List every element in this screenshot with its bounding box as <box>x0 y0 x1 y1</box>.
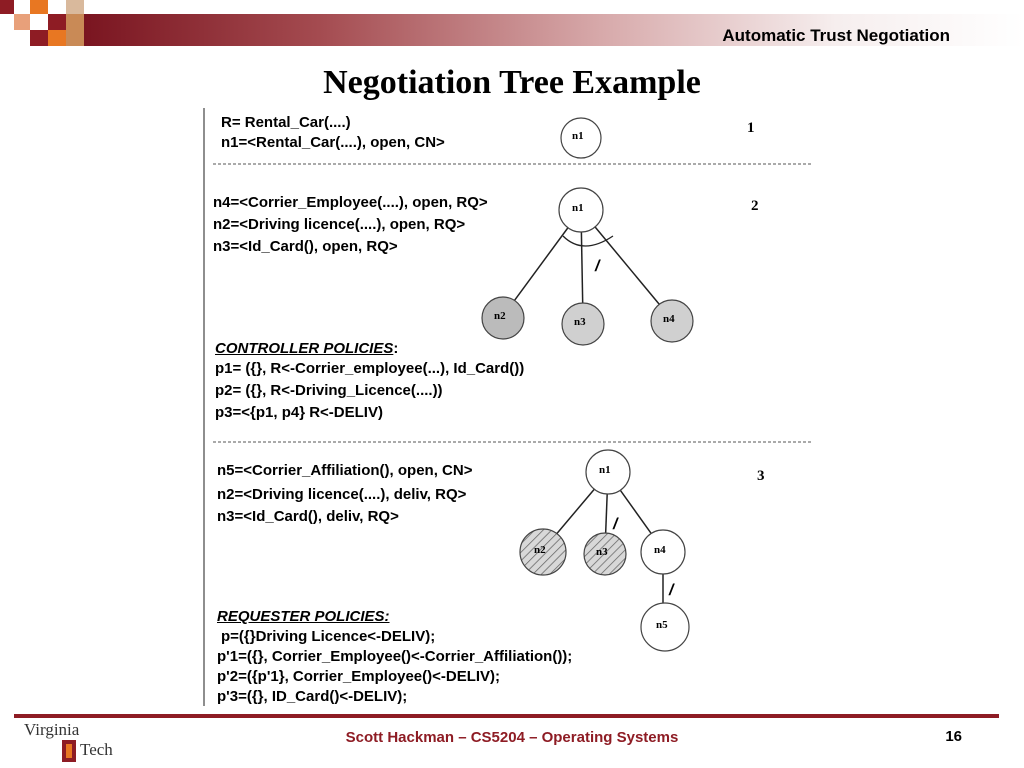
node-label: n4 <box>654 544 666 556</box>
footer-text: Scott Hackman – CS5204 – Operating Syste… <box>345 729 679 746</box>
node-label: n5 <box>656 619 668 631</box>
logo-text-bottom: Tech <box>80 740 113 759</box>
node-circle <box>585 449 631 495</box>
header-bar <box>0 0 1024 50</box>
node-label: n1 <box>572 130 584 142</box>
virginia-tech-logo: Virginia Tech <box>24 720 134 764</box>
logo-emblem-inner <box>66 744 72 758</box>
node-label: n3 <box>596 546 608 558</box>
node-def-n3: n3=<Id_Card(), deliv, RQ> <box>217 508 399 525</box>
node-label: n3 <box>574 316 586 328</box>
policy-p-1: p'1=({}, Corrier_Employee()<-Corrier_Aff… <box>217 648 573 665</box>
node-circle <box>558 187 604 233</box>
node-circle <box>560 117 602 159</box>
decor-square <box>14 14 30 30</box>
tree-diagram <box>203 108 811 706</box>
decor-square <box>66 0 84 14</box>
policy-p: p=({}Driving Licence<-DELIV); <box>221 628 436 645</box>
decor-square <box>66 14 84 46</box>
negotiation-tree-figure: 1 2 3 n1 n1 n2 n3 n4 / n1 n2 n3 n4 n5 / … <box>203 106 814 708</box>
policy-p-3: p'3=({}, ID_Card()<-DELIV); <box>217 688 408 705</box>
header-title: Automatic Trust Negotiation <box>722 26 950 45</box>
policy-p1: p1= ({}, R<-Corrier_employee(...), Id_Ca… <box>215 360 525 377</box>
node-def-n2: n2=<Driving licence(....), open, RQ> <box>213 216 466 233</box>
step-number-3: 3 <box>757 468 765 484</box>
decor-square <box>30 0 48 14</box>
node-def-n5: n5=<Corrier_Affiliation(), open, CN> <box>217 462 473 479</box>
node-label: n1 <box>572 202 584 214</box>
node-label: n2 <box>534 544 546 556</box>
node-circle <box>650 299 694 343</box>
controller-policies-heading: CONTROLLER POLICIES: <box>215 340 399 357</box>
node-def-n2: n2=<Driving licence(....), deliv, RQ> <box>217 486 467 503</box>
and-arc <box>562 235 614 247</box>
policy-p3: p3=<{p1, p4} R<-DELIV) <box>215 404 383 421</box>
node-label: n2 <box>494 310 506 322</box>
node-label: n4 <box>663 313 675 325</box>
slide-title: Negotiation Tree Example <box>323 64 701 101</box>
policy-p-2: p'2=({p'1}, Corrier_Employee()<-DELIV); <box>217 668 501 685</box>
logo-text-top: Virginia <box>24 720 80 739</box>
node-circle <box>481 296 525 340</box>
node-circle-hatched <box>519 528 567 576</box>
requester-policies-heading: REQUESTER POLICIES: <box>217 608 390 625</box>
header-gradient <box>84 14 1024 46</box>
decor-square <box>48 14 66 30</box>
node-circle <box>561 302 605 346</box>
node-def-n3: n3=<Id_Card(), open, RQ> <box>213 238 398 255</box>
node-label: n1 <box>599 464 611 476</box>
decor-square <box>30 30 48 46</box>
decor-square <box>48 30 66 46</box>
policy-p2: p2= ({}, R<-Driving_Licence(....)) <box>215 382 443 399</box>
resource-line: R= Rental_Car(....) <box>221 114 351 131</box>
footer-divider <box>14 714 999 718</box>
and-mark: / <box>669 582 674 599</box>
page-number: 16 <box>945 728 962 745</box>
and-mark: / <box>613 516 618 533</box>
decor-square <box>0 0 14 14</box>
step-number-1: 1 <box>747 120 755 136</box>
node-def-n1: n1=<Rental_Car(....), open, CN> <box>221 134 445 151</box>
node-circle <box>640 529 686 575</box>
and-mark: / <box>595 258 600 275</box>
node-circle <box>640 602 690 652</box>
step-number-2: 2 <box>751 198 759 214</box>
node-def-n4: n4=<Corrier_Employee(....), open, RQ> <box>213 194 488 211</box>
node-circle-hatched <box>583 532 627 576</box>
